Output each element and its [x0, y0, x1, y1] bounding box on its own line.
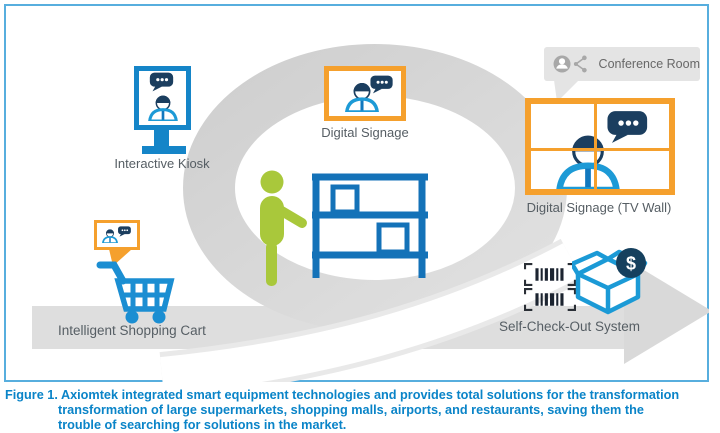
dollar-icon: $ [616, 248, 646, 278]
chat-bubble-icon [149, 72, 174, 92]
caption-figure-number: Figure 1. [5, 388, 58, 402]
shelf-icon [312, 173, 428, 278]
kiosk-label: Interactive Kiosk [114, 156, 210, 171]
cart-bubble-content [102, 226, 131, 243]
caption-line-2: transformation of large supermarkets, sh… [58, 403, 644, 417]
checkout-label: Self-Check-Out System [499, 319, 641, 334]
cart-icon [96, 261, 175, 324]
conference-tooltip-tail [554, 80, 579, 102]
tvwall-grid-hline [531, 148, 669, 151]
chat-bubble-icon [607, 111, 648, 143]
tvwall-grid-vline [594, 104, 597, 189]
tvwall-label: Digital Signage (TV Wall) [526, 200, 672, 215]
figure-diagram: Interactive Kiosk Digital Signage Confer… [4, 4, 709, 382]
tvwall-content [531, 111, 648, 189]
package-icon: $ [572, 248, 648, 315]
kiosk-stand-post [154, 130, 169, 146]
person-icon [559, 136, 616, 189]
flow-swoosh [160, 243, 581, 382]
person-icon [148, 94, 178, 121]
signage-icon [324, 66, 406, 121]
chat-bubble-icon [370, 75, 393, 94]
figure-caption: Figure 1. Axiomtek integrated smart equi… [5, 388, 717, 433]
cart-bubble-icon [94, 220, 140, 250]
signage-label: Digital Signage [321, 125, 409, 140]
tvwall-icon [525, 98, 675, 195]
conference-icon [553, 55, 587, 73]
chat-bubble-icon [118, 226, 131, 237]
shopper-icon [260, 170, 307, 286]
barcode-icon [524, 288, 576, 311]
signage-content [345, 75, 393, 112]
caption-line-1: Figure 1. Axiomtek integrated smart equi… [5, 388, 680, 402]
conference-label: Conference Room [598, 57, 700, 71]
kiosk-stand-base [142, 146, 186, 154]
caption-line-3: trouble of searching for solutions in th… [58, 418, 347, 432]
kiosk-icon [134, 66, 191, 130]
conference-tooltip: Conference Room [544, 47, 700, 81]
flow-arrowhead [624, 258, 709, 364]
barcode-icon [524, 263, 576, 286]
kiosk-screen-content [148, 72, 178, 121]
person-icon [102, 228, 118, 243]
cart-label: Intelligent Shopping Cart [58, 323, 206, 338]
dollar-sign: $ [626, 254, 636, 274]
